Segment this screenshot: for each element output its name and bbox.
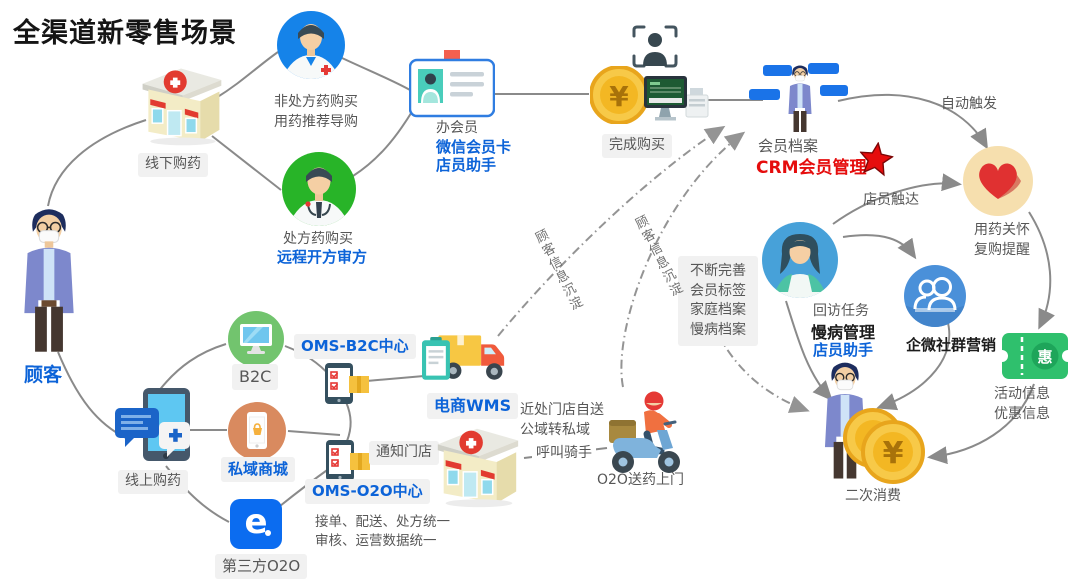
b2c-monitor-icon [228, 311, 284, 367]
online-purchase-label: 线上购药 [118, 470, 188, 494]
oms-b2c-label: OMS-B2C中心 [294, 334, 416, 359]
star-icon [859, 141, 895, 177]
profile-improvement-box: 不断完善 会员标签 家庭档案 慢病档案 [678, 256, 758, 347]
membership-card-icon [409, 50, 495, 118]
order-checklist-icon [325, 363, 369, 404]
order-checklist-icon [326, 440, 370, 481]
wecom-marketing-label: 企微社群营销 [906, 336, 997, 354]
svg-text:¥: ¥ [883, 436, 904, 471]
rx-purchase-label: 处方药购买 [283, 231, 353, 247]
member-archive-label: 会员档案 [758, 137, 819, 155]
crm-management-label: CRM会员管理 [756, 158, 867, 178]
rx-doctor-icon [282, 152, 356, 226]
private-mall-label: 私域商城 [221, 457, 296, 482]
medication-care-heart-icon [963, 146, 1033, 216]
face-scan-icon [632, 25, 678, 68]
oms-o2o-label: OMS-O2O中心 [305, 479, 430, 504]
third-party-note: 接单、配送、处方统一 审核、运营数据统一 [315, 514, 450, 549]
private-mall-phone-icon [228, 402, 286, 460]
chronic-disease-label: 慢病管理 [811, 323, 876, 342]
pharmacy-store2-icon [437, 428, 519, 508]
ecom-wms-label: 电商WMS [427, 393, 519, 420]
wms-truck-icon [422, 335, 505, 380]
data-chip [763, 65, 792, 76]
eleme-logo-icon: e [230, 499, 282, 549]
coins-icon: ¥ [843, 408, 925, 484]
staff-reach-label: 店员触达 [863, 192, 919, 208]
wechat-member-card-label: 微信会员卡 [436, 138, 512, 156]
delivery-rider-icon [609, 391, 680, 473]
member-person-icon [788, 65, 812, 132]
data-chip [749, 89, 780, 100]
notify-store-label: 通知门店 [369, 441, 439, 465]
repurchase-label: 二次消费 [845, 488, 901, 504]
self-delivery-label: 近处门店自送 公域转私域 [520, 402, 604, 438]
coupon-info-label: 活动信息 优惠信息 [994, 386, 1050, 422]
payment-coin-icon: ¥ [590, 66, 648, 124]
clerk-assistant2-label: 店员助手 [813, 341, 874, 359]
third-party-label: 第三方O2O [215, 554, 308, 579]
coupon-ticket-icon: 惠 [1002, 333, 1068, 379]
followup-task-label: 回访任务 [813, 303, 869, 319]
clerk-assistant-label: 店员助手 [436, 156, 497, 174]
remote-prescription-label: 远程开方审方 [277, 248, 368, 266]
join-member-label: 办会员 [436, 120, 478, 136]
data-chip [808, 63, 839, 74]
auto-trigger-label: 自动触发 [941, 96, 997, 112]
pos-terminal-icon [644, 76, 709, 121]
online-purchase-phone-icon [115, 388, 190, 461]
pharmacy-store-icon [142, 68, 222, 146]
customer-label: 顾客 [24, 364, 63, 386]
med-care-label: 用药关怀 复购提醒 [974, 222, 1030, 258]
offline-purchase-label: 线下购药 [138, 153, 208, 177]
checkout-label: 完成购买 [602, 134, 672, 158]
wecom-group-icon [904, 265, 966, 327]
svg-text:惠: 惠 [1037, 348, 1052, 366]
o2o-delivery-label: O2O送药上门 [597, 472, 684, 488]
page-title: 全渠道新零售场景 [13, 18, 237, 49]
otc-doctor-icon [277, 11, 345, 79]
call-rider-label: 呼叫骑手 [532, 443, 596, 465]
b2c-label: B2C [232, 364, 279, 391]
customer-person-icon [24, 209, 74, 352]
data-chip [820, 85, 848, 96]
nurse-icon [762, 222, 838, 298]
otc-purchase-label: 非处方药购买 用药推荐导购 [274, 94, 358, 130]
svg-text:¥: ¥ [609, 80, 629, 113]
